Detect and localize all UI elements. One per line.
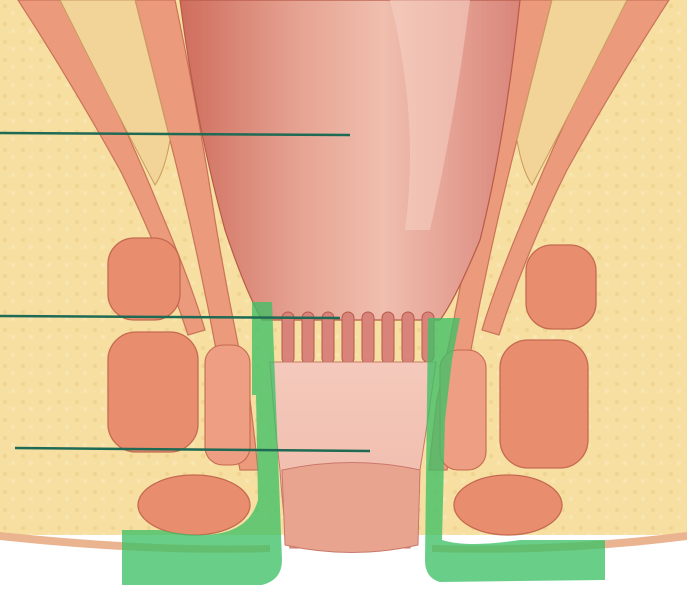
anal-verge: [282, 463, 420, 553]
right-sphincter-block-3: [454, 475, 562, 535]
left-sphincter-block-3: [138, 475, 250, 535]
left-sphincter-block-2: [108, 332, 198, 452]
anal-column: [342, 312, 354, 364]
left-internal-sphincter: [205, 345, 250, 465]
right-sphincter-block-2: [500, 340, 588, 468]
anal-column: [322, 312, 334, 364]
anal-column: [282, 312, 294, 364]
anal-column: [402, 312, 414, 364]
right-sphincter-block-1: [526, 245, 596, 329]
anal-column: [302, 312, 314, 364]
anal-column: [362, 312, 374, 364]
left-sphincter-block-1: [108, 238, 180, 320]
anal-column: [382, 312, 394, 364]
